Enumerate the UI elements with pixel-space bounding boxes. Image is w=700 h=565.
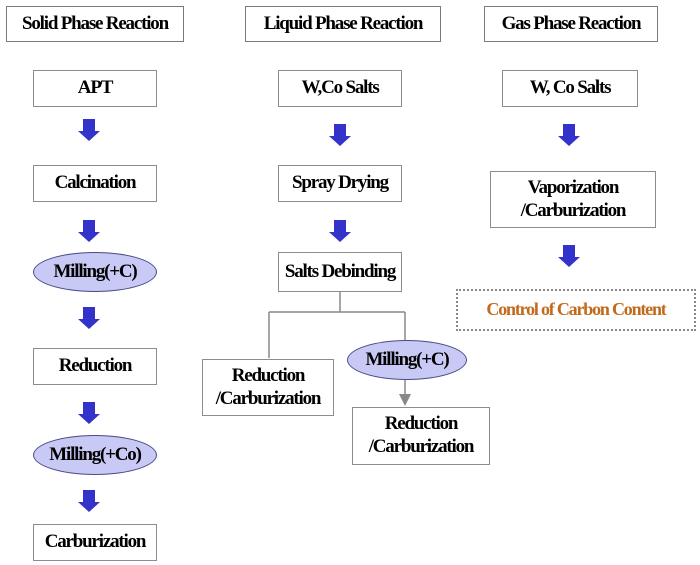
liquid-step-spray-drying: Spray Drying [278, 165, 402, 202]
gas-control-carbon-content: Control of Carbon Content [456, 289, 696, 331]
arrow-gas-1 [558, 124, 580, 146]
liquid-step-wco-salts: W,Co Salts [278, 70, 402, 107]
liquid-branch-left-reduction: Reduction /Carburization [202, 359, 334, 416]
solid-step-milling-co: Milling(+Co) [33, 435, 157, 475]
arrow-liquid-1 [329, 124, 351, 146]
liquid-branch-right-milling: Milling(+C) [347, 340, 467, 380]
solid-step-carburization: Carburization [33, 524, 157, 561]
solid-step-reduction: Reduction [33, 348, 157, 385]
arrow-solid-5 [78, 490, 100, 512]
branch-connector [268, 292, 411, 406]
liquid-phase-header: Liquid Phase Reaction [245, 6, 441, 42]
arrow-solid-1 [78, 119, 100, 141]
arrow-solid-2 [78, 220, 100, 242]
liquid-step-salts-debinding: Salts Debinding [278, 252, 402, 292]
solid-step-milling-c: Milling(+C) [33, 252, 157, 292]
gas-step-vaporization: Vaporization /Carburization [490, 171, 656, 228]
solid-phase-header: Solid Phase Reaction [6, 6, 184, 42]
arrow-gas-2 [558, 245, 580, 267]
solid-step-apt: APT [33, 70, 157, 107]
gas-step-wco-salts: W, Co Salts [502, 70, 638, 107]
arrow-solid-3 [78, 307, 100, 329]
liquid-branch-right-reduction: Reduction /Carburization [352, 407, 490, 465]
gas-phase-header: Gas Phase Reaction [484, 6, 658, 42]
solid-step-calcination: Calcination [33, 165, 157, 202]
arrow-liquid-2 [329, 220, 351, 242]
arrow-solid-4 [78, 402, 100, 424]
